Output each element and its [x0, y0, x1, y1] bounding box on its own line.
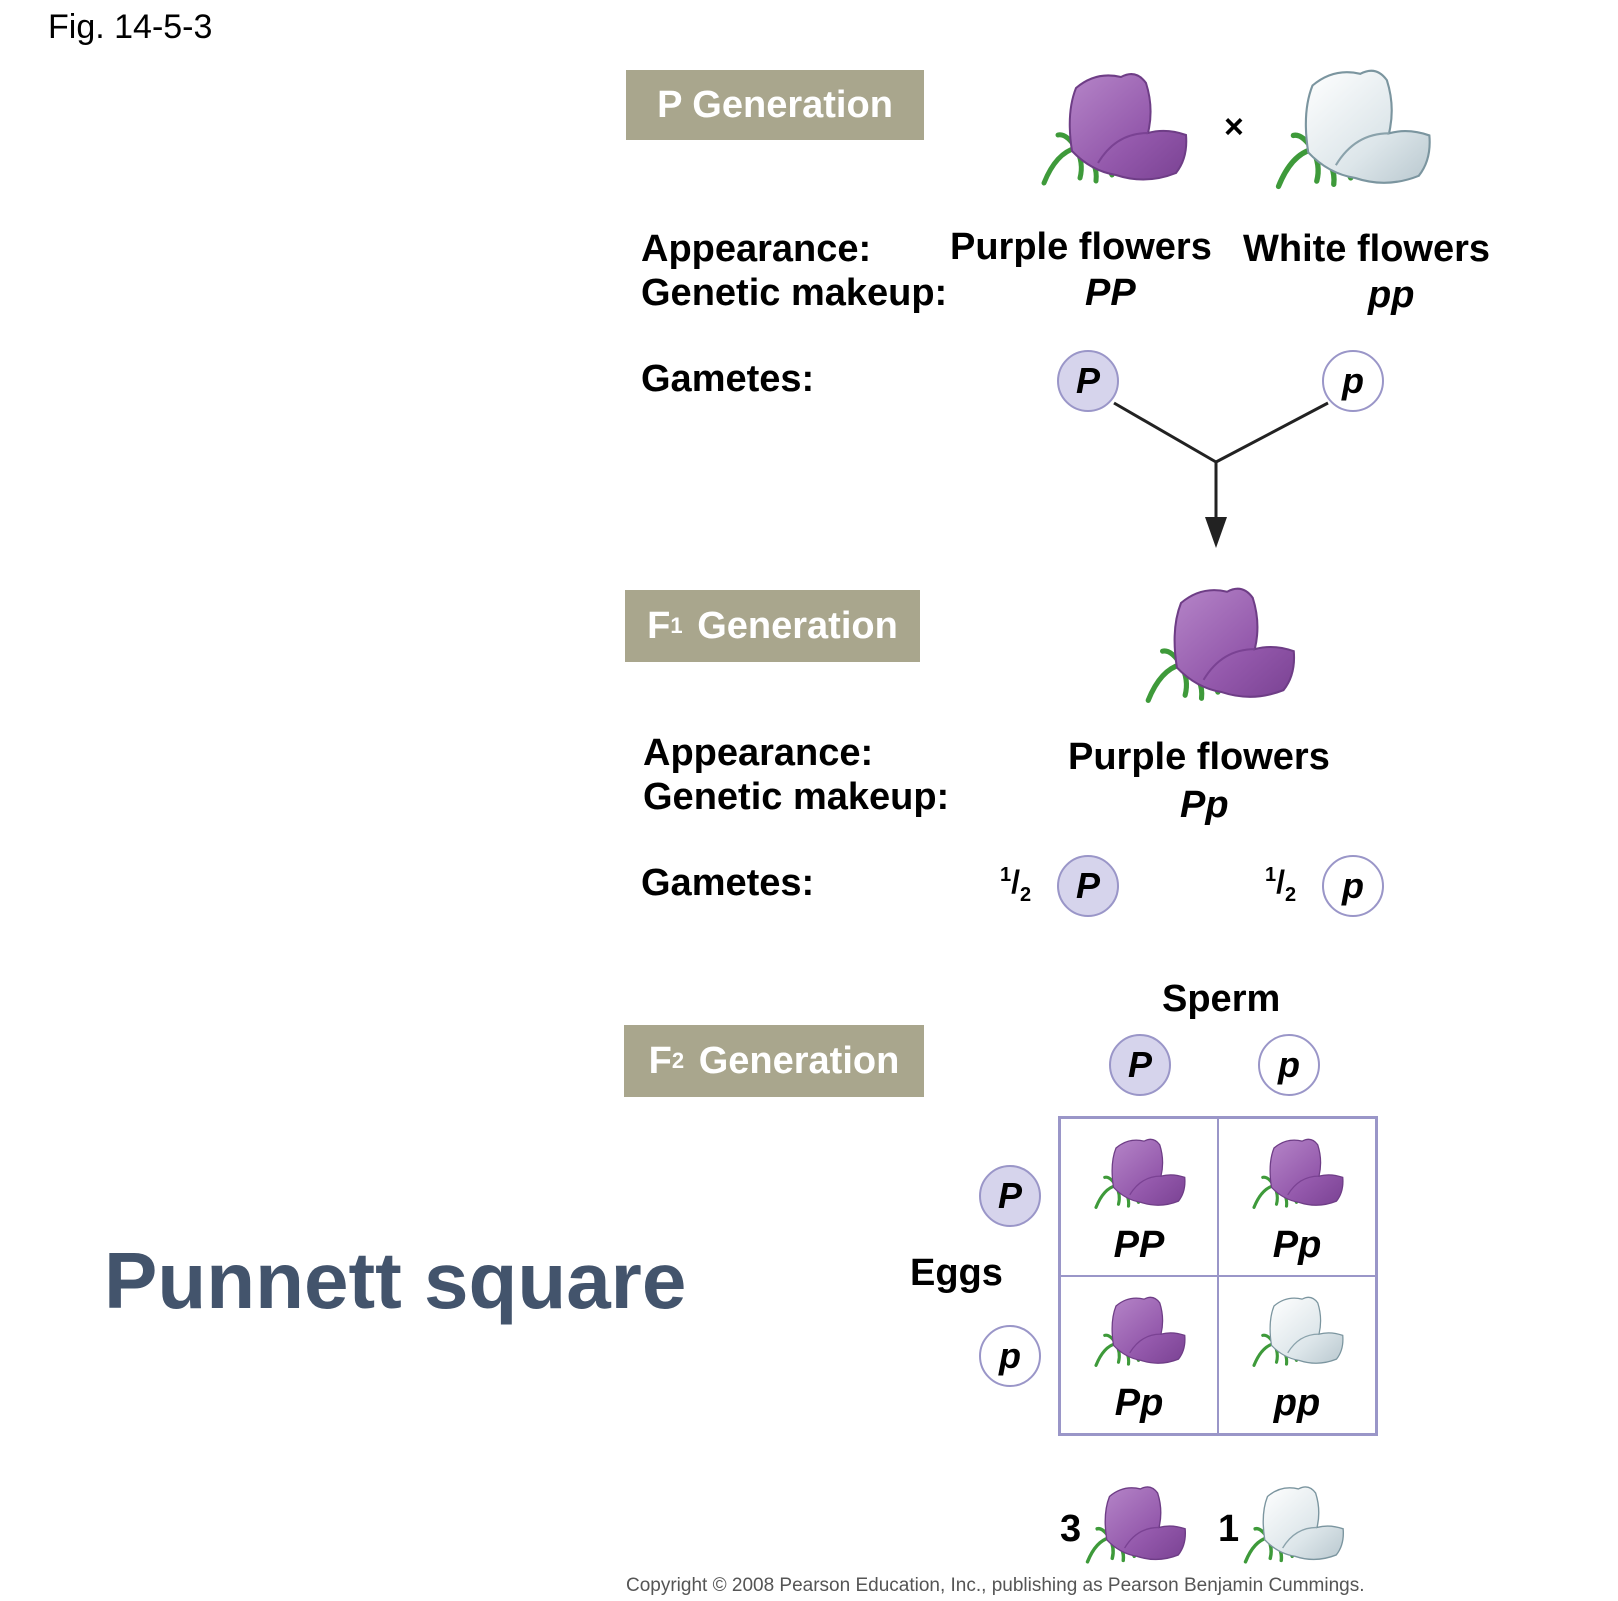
- fraction-denominator: 2: [1285, 884, 1297, 906]
- f1-purple-flower-icon: [1140, 572, 1304, 716]
- parent-purple-appearance: Purple flowers: [950, 226, 1212, 268]
- purple-flower-icon: [1036, 56, 1196, 200]
- purple-flower-icon: [1252, 1137, 1345, 1209]
- f1-gametes-label: Gametes:: [641, 862, 815, 904]
- p-gametes-label: Gametes:: [641, 358, 815, 400]
- f2-label-main: F: [648, 1039, 672, 1082]
- figure-label: Fig. 14-5-3: [48, 8, 213, 46]
- fertilization-arrow: [1113, 401, 1329, 548]
- cell-genotype: PP: [1113, 1224, 1165, 1266]
- ratio-count-purple: 3: [1060, 1508, 1082, 1550]
- fraction-numerator: 1: [1000, 864, 1012, 886]
- p-generation-text: P Generation: [657, 83, 893, 126]
- white-flower-icon: [1270, 56, 1440, 200]
- copyright-notice: Copyright © 2008 Pearson Education, Inc.…: [626, 1575, 1365, 1596]
- f1-gamete-recessive: p: [1322, 855, 1384, 917]
- purple-flower-icon: [1094, 1137, 1187, 1209]
- purple-flower-icon: [1085, 1485, 1188, 1564]
- page-title: Punnett square: [104, 1236, 687, 1325]
- f1-gamete-dominant: P: [1057, 855, 1119, 917]
- cell-genotype: Pp: [1114, 1382, 1164, 1424]
- parent-white-appearance: White flowers: [1243, 228, 1491, 270]
- cross-symbol: ×: [1224, 108, 1244, 146]
- eggs-label: Eggs: [910, 1252, 1003, 1294]
- f2-label-rest: Generation: [698, 1039, 900, 1082]
- f1-gamete-fraction-dominant: 1/2: [1000, 864, 1032, 906]
- sperm-label: Sperm: [1162, 978, 1281, 1020]
- f1-label-rest: Generation: [697, 604, 898, 647]
- fraction-denominator: 2: [1020, 884, 1032, 906]
- f1-genotype: Pp: [1180, 784, 1229, 826]
- f1-label-main: F: [647, 604, 671, 647]
- f1-appearance: Purple flowers: [1068, 736, 1330, 778]
- p-generation-label: P Generation: [626, 70, 924, 140]
- cell-genotype: Pp: [1272, 1224, 1322, 1266]
- punnett-cell: Pp: [1218, 1118, 1376, 1276]
- f1-gamete-fraction-recessive: 1/2: [1265, 864, 1297, 906]
- white-flower-icon: [1243, 1485, 1346, 1564]
- parent-white-genotype: pp: [1368, 274, 1415, 316]
- f2-label-sub: 2: [671, 1048, 685, 1073]
- f1-label-sub: 1: [670, 613, 683, 638]
- p-gamete-recessive: p: [1322, 350, 1384, 412]
- f1-genetic-makeup-label: Genetic makeup:: [643, 776, 950, 818]
- white-flower-icon: [1252, 1295, 1345, 1367]
- cell-genotype: pp: [1273, 1382, 1321, 1424]
- parent-purple-genotype: PP: [1085, 272, 1136, 314]
- p-gamete-dominant: P: [1057, 350, 1119, 412]
- punnett-cell: pp: [1218, 1276, 1376, 1434]
- fraction-numerator: 1: [1265, 864, 1277, 886]
- p-genetic-makeup-label: Genetic makeup:: [641, 272, 948, 314]
- punnett-square-grid: PP Pp Pp pp: [1058, 1116, 1378, 1436]
- punnett-cell: Pp: [1060, 1276, 1218, 1434]
- sperm-allele-dominant: P: [1109, 1034, 1171, 1096]
- sperm-allele-recessive: p: [1258, 1034, 1320, 1096]
- purple-flower-icon: [1094, 1295, 1187, 1367]
- egg-allele-dominant: P: [979, 1165, 1041, 1227]
- punnett-cell: PP: [1060, 1118, 1218, 1276]
- f1-appearance-label: Appearance:: [643, 732, 874, 774]
- p-appearance-label: Appearance:: [641, 228, 872, 270]
- egg-allele-recessive: p: [979, 1325, 1041, 1387]
- ratio-count-white: 1: [1218, 1508, 1240, 1550]
